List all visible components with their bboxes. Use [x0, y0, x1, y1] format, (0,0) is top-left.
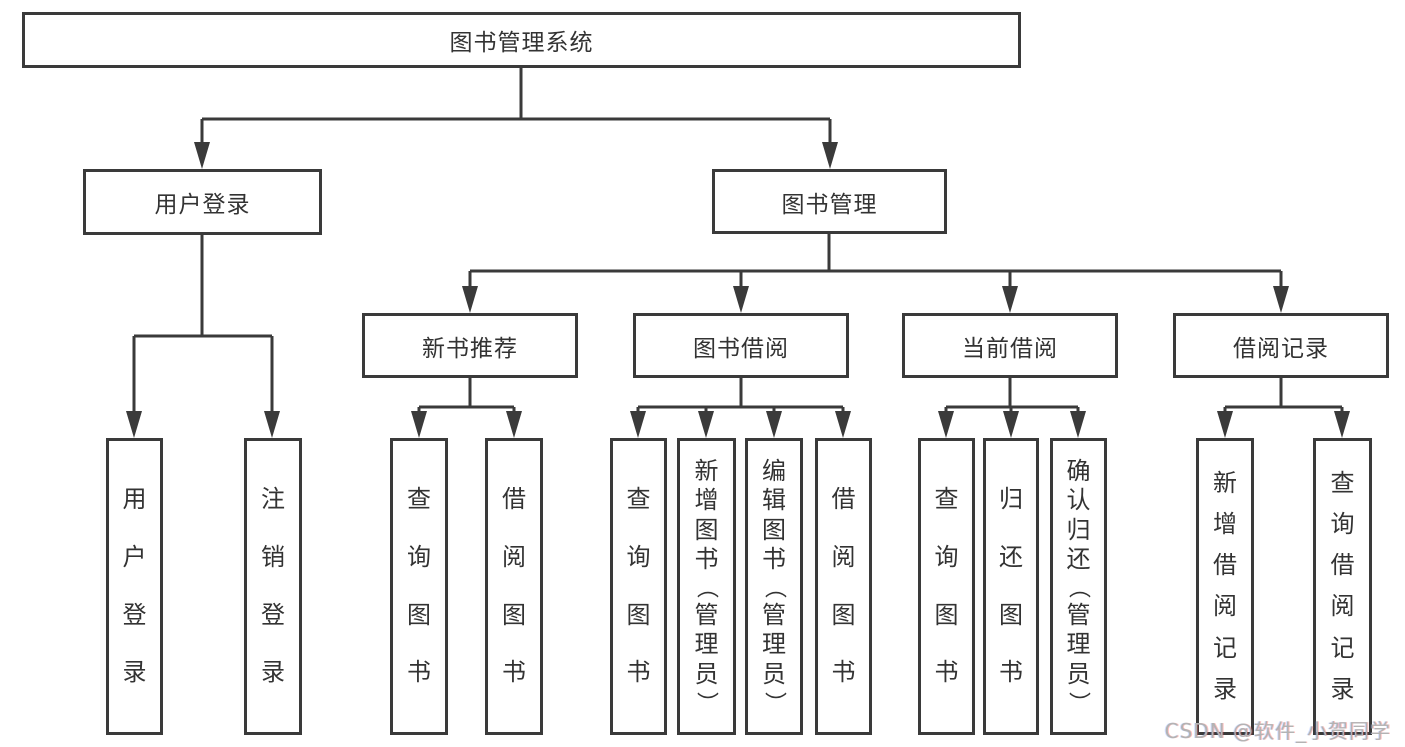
node-rec-borrow-book: 借阅图书 — [485, 438, 543, 735]
node-borrow-records: 借阅记录 — [1173, 313, 1389, 378]
node-leaf-user-login: 用户登录 — [106, 438, 163, 735]
node-book-borrow: 图书借阅 — [633, 313, 849, 378]
node-cb-query-book: 查询图书 — [918, 438, 975, 735]
node-cb-confirm-return-admin: 确认归还（管理员） — [1050, 438, 1107, 735]
node-user-login: 用户登录 — [83, 169, 322, 235]
node-bb-add-book-admin: 新增图书（管理员） — [677, 438, 736, 735]
node-leaf-logout: 注销登录 — [244, 438, 302, 735]
node-bb-edit-book-admin: 编辑图书（管理员） — [745, 438, 803, 735]
node-br-query-record: 查询借阅记录 — [1313, 438, 1372, 735]
node-bb-query-book: 查询图书 — [610, 438, 667, 735]
node-new-book-recommend: 新书推荐 — [362, 313, 578, 378]
node-current-borrow: 当前借阅 — [902, 313, 1118, 378]
node-rec-query-book: 查询图书 — [390, 438, 448, 735]
watermark: CSDN @软件_小贺同学 — [1164, 719, 1391, 743]
node-br-add-record: 新增借阅记录 — [1196, 438, 1254, 735]
node-book-management: 图书管理 — [712, 169, 947, 234]
node-root: 图书管理系统 — [22, 12, 1021, 68]
node-bb-borrow-book: 借阅图书 — [815, 438, 872, 735]
node-cb-return-book: 归还图书 — [983, 438, 1039, 735]
